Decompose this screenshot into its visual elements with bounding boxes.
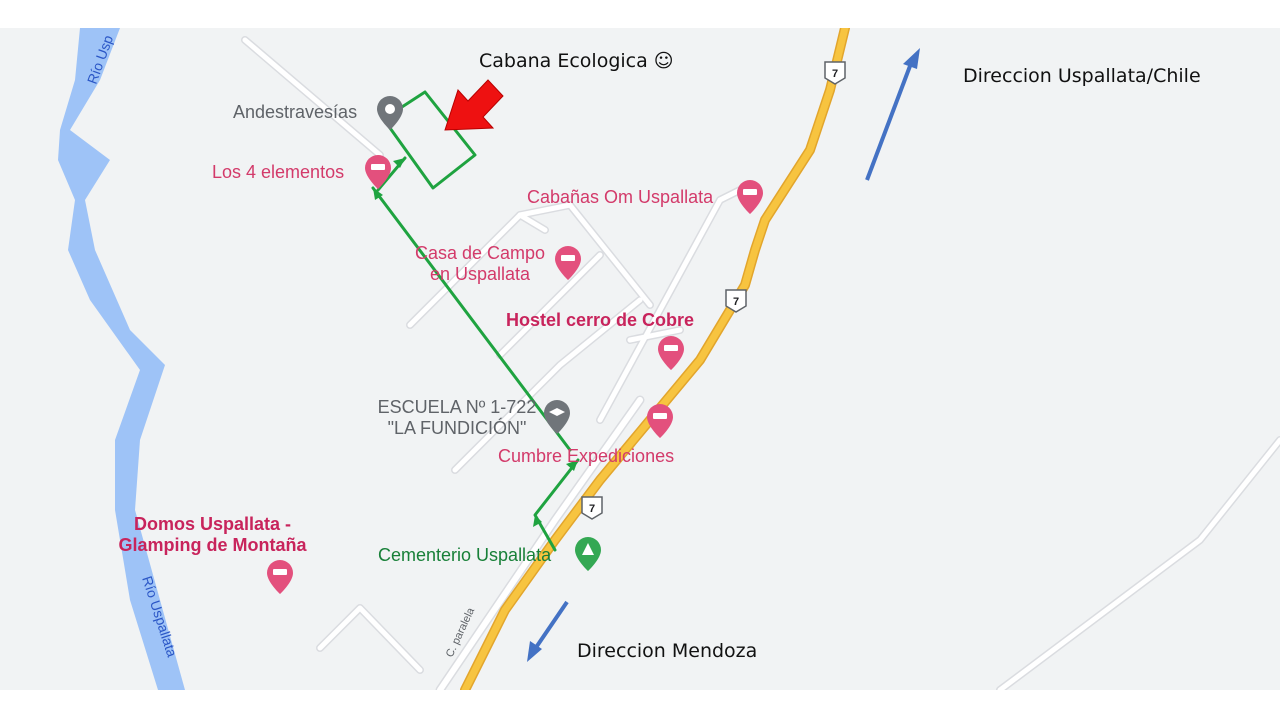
place-label-domos-line1: Domos Uspallata - <box>133 514 292 534</box>
hotel-pin-icon-los4 <box>365 155 391 189</box>
highway-7 <box>460 28 850 690</box>
route-arrowheads <box>373 158 578 527</box>
place-label-escuela[interactable]: ESCUELA Nº 1-722 "LA FUNDICIÓN" <box>362 397 552 439</box>
hotel-pin-icon-cumbre <box>647 404 673 438</box>
hotel-pin-icon-domos <box>267 560 293 594</box>
place-label-los4[interactable]: Los 4 elementos <box>212 162 345 182</box>
river <box>58 28 185 690</box>
place-label-escuela-line1: ESCUELA Nº 1-722 <box>377 397 537 417</box>
school-pin-icon <box>544 400 570 434</box>
annotation-cabana-ecologica: Cabana Ecologica ☺ <box>479 50 674 72</box>
hotel-pin-icon-hostel <box>658 336 684 370</box>
place-label-domos[interactable]: Domos Uspallata - Glamping de Montaña <box>105 514 320 556</box>
place-label-domos-line2: Glamping de Montaña <box>118 535 307 555</box>
blue-arrow-icon-north <box>865 48 920 181</box>
cemetery-pin-icon <box>575 537 601 571</box>
place-label-escuela-line2: "LA FUNDICIÓN" <box>387 418 527 438</box>
map-canvas[interactable]: 7 7 7 Río Usp Río Uspallata C. paralela <box>0 28 1280 690</box>
red-arrow-icon <box>444 79 504 131</box>
route-shield-3: 7 <box>581 496 603 520</box>
place-label-cumbre[interactable]: Cumbre Expediciones <box>498 446 675 466</box>
place-label-casa-campo[interactable]: Casa de Campo en Uspallata <box>400 243 560 285</box>
annotation-direccion-uspallata-chile: Direccion Uspallata/Chile <box>963 65 1201 87</box>
street-label-c-paralela: C. paralela <box>444 605 478 659</box>
hotel-pin-icon-casa-campo <box>555 246 581 280</box>
place-label-cementerio[interactable]: Cementerio Uspallata <box>378 545 552 565</box>
svg-text:7: 7 <box>733 296 739 308</box>
annotation-direccion-mendoza: Direccion Mendoza <box>577 640 758 662</box>
svg-text:7: 7 <box>589 503 595 515</box>
place-label-casa-campo-line2: en Uspallata <box>429 264 531 284</box>
hotel-pin-icon-cabanas-om <box>737 180 763 214</box>
map-graphics: 7 7 7 Río Usp Río Uspallata C. paralela <box>58 28 1280 690</box>
minor-streets <box>241 36 1280 690</box>
pin-icon-andestravesias <box>377 96 403 130</box>
route-shield-2: 7 <box>725 289 747 313</box>
svg-text:7: 7 <box>832 68 838 80</box>
place-label-hostel[interactable]: Hostel cerro de Cobre <box>506 310 695 330</box>
route-shield-1: 7 <box>824 61 846 85</box>
place-label-andestravesias[interactable]: Andestravesías <box>233 102 358 122</box>
blue-arrow-icon-south <box>527 600 569 662</box>
place-label-casa-campo-line1: Casa de Campo <box>414 243 546 263</box>
place-label-cabanas-om[interactable]: Cabañas Om Uspallata <box>527 187 714 207</box>
